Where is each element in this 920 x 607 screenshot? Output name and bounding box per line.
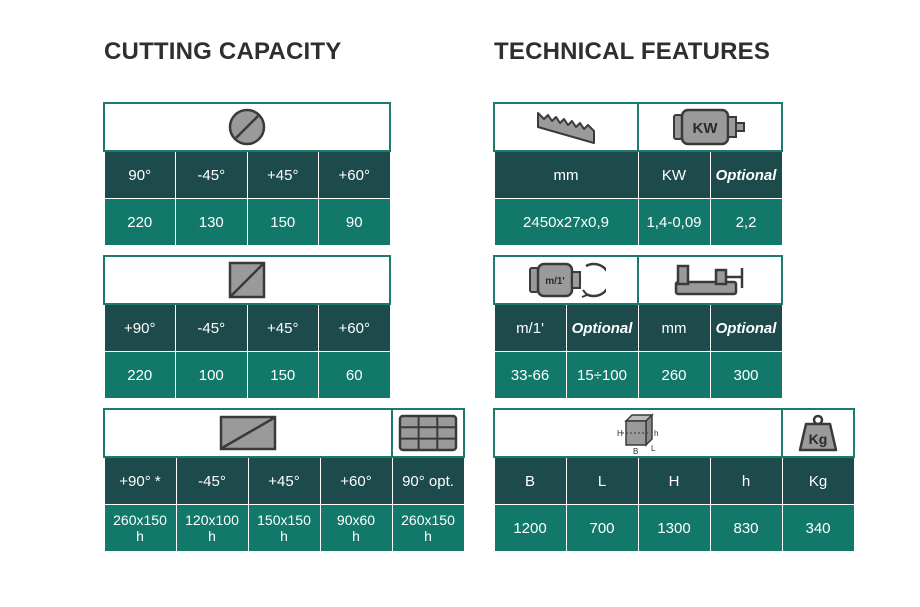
size-unit: h xyxy=(280,528,288,544)
spec-value: 260 xyxy=(637,351,711,399)
angle-header: +60° xyxy=(319,456,393,505)
dimensions-weight-table: H h B L Kg B L H h Kg 1200 700 1300 830 … xyxy=(493,408,855,552)
spec-value: 33-66 xyxy=(493,351,567,399)
speed-icon-label: m/1' xyxy=(545,276,565,287)
vise-section-cell xyxy=(637,255,783,305)
round-capacity-table: 90° -45° +45° +60° 220 130 150 90 xyxy=(103,102,391,246)
dimensions-section-cell: H h B L xyxy=(493,408,783,458)
size-unit: h xyxy=(136,528,144,544)
rect-section-cell xyxy=(103,408,393,458)
weight-section-cell: Kg xyxy=(781,408,855,458)
size-unit: h xyxy=(208,528,216,544)
spec-value: 1200 xyxy=(493,504,567,552)
spec-header: H xyxy=(637,456,711,505)
angle-header: 90° xyxy=(103,150,176,199)
spec-value: 340 xyxy=(781,504,855,552)
bundle-section-cell xyxy=(391,408,465,458)
spec-header: Kg xyxy=(781,456,855,505)
blade-speed-icon: m/1' xyxy=(529,262,606,298)
angle-header: 90° opt. xyxy=(391,456,465,505)
saw-blade-icon xyxy=(537,112,595,144)
round-bar-icon xyxy=(228,108,266,146)
blade-motor-table: KW mm KW Optional 2450x27x0,9 1,4-0,09 2… xyxy=(493,102,783,246)
technical-features-title: TECHNICAL FEATURES xyxy=(494,38,771,65)
capacity-value: 130 xyxy=(175,198,248,246)
bundle-icon xyxy=(398,414,458,452)
spec-header: h xyxy=(709,456,783,505)
capacity-value: 220 xyxy=(103,198,176,246)
spec-value: 15÷100 xyxy=(565,351,639,399)
capacity-value: 60 xyxy=(318,351,391,399)
weight-icon: Kg xyxy=(798,414,838,452)
spec-header: mm xyxy=(493,150,639,199)
square-bar-icon xyxy=(228,261,266,299)
spec-value: 830 xyxy=(709,504,783,552)
spec-header-optional: Optional xyxy=(565,303,639,352)
spec-value: 700 xyxy=(565,504,639,552)
spec-header-optional: Optional xyxy=(709,303,783,352)
motor-section-cell: KW xyxy=(637,102,783,152)
speed-section-cell: m/1' xyxy=(493,255,639,305)
capacity-value: 150 xyxy=(246,198,319,246)
spec-header: L xyxy=(565,456,639,505)
angle-header: -45° xyxy=(175,456,249,505)
capacity-value: 150 xyxy=(246,351,319,399)
dim-label-h: h xyxy=(654,429,658,438)
spec-value: 2450x27x0,9 xyxy=(493,198,639,246)
angle-header: +45° xyxy=(246,150,319,199)
square-section-cell xyxy=(103,255,391,305)
dim-label-L: L xyxy=(651,444,656,453)
size-unit: h xyxy=(424,528,432,544)
size-text: 120x100 xyxy=(185,512,239,528)
capacity-value: 220 xyxy=(103,351,176,399)
angle-header: +90° xyxy=(103,303,176,352)
spec-header: m/1' xyxy=(493,303,567,352)
size-text: 260x150 xyxy=(113,512,167,528)
weight-icon-label: Kg xyxy=(809,431,828,447)
dimensions-box-icon: H h B L xyxy=(617,413,658,455)
angle-header: +90° * xyxy=(103,456,177,505)
angle-header: -45° xyxy=(175,303,248,352)
capacity-value: 90 xyxy=(318,198,391,246)
spec-value: 1,4-0,09 xyxy=(637,198,711,246)
dim-label-H: H xyxy=(617,429,623,438)
capacity-value: 100 xyxy=(175,351,248,399)
size-text: 150x150 xyxy=(257,512,311,528)
angle-header: +45° xyxy=(247,456,321,505)
round-section-cell xyxy=(103,102,391,152)
dim-label-B: B xyxy=(633,447,638,455)
motor-icon-label: KW xyxy=(693,120,719,137)
speed-vise-table: m/1' m/1' Optional mm Optional 33-66 15÷… xyxy=(493,255,783,399)
angle-header: -45° xyxy=(175,150,248,199)
angle-header: +60° xyxy=(318,150,391,199)
size-text: 260x150 xyxy=(401,512,455,528)
spec-header: KW xyxy=(637,150,711,199)
spec-header: mm xyxy=(637,303,711,352)
blade-section-cell xyxy=(493,102,639,152)
vise-icon xyxy=(674,264,744,296)
size-text: 90x60 xyxy=(336,512,376,528)
motor-icon: KW xyxy=(673,108,745,146)
rect-bar-icon xyxy=(219,415,277,451)
cutting-capacity-title: CUTTING CAPACITY xyxy=(104,38,342,65)
square-capacity-table: +90° -45° +45° +60° 220 100 150 60 xyxy=(103,255,391,399)
spec-value: 300 xyxy=(709,351,783,399)
spec-header: B xyxy=(493,456,567,505)
size-unit: h xyxy=(352,528,360,544)
spec-value: 2,2 xyxy=(709,198,783,246)
spec-value: 1300 xyxy=(637,504,711,552)
spec-header-optional: Optional xyxy=(709,150,783,199)
angle-header: +60° xyxy=(318,303,391,352)
angle-header: +45° xyxy=(246,303,319,352)
